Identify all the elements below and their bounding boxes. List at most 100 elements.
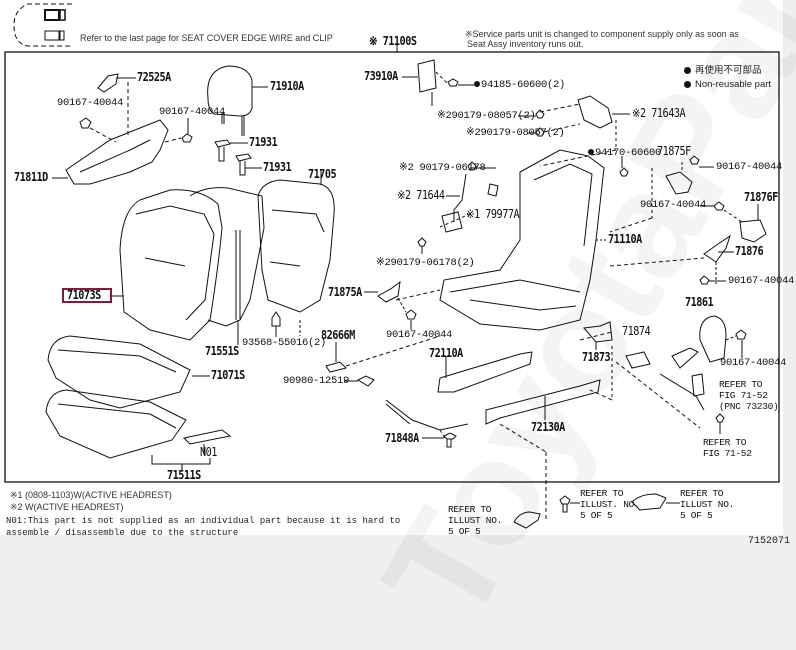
part-71875a [377,280,401,303]
label-71643a[interactable]: ※2 71643A [632,106,686,120]
part-72110a [437,351,533,393]
legend-jp: 再使用不可部品 [684,65,762,77]
label-290179-06178[interactable]: ※2 90179-06178 [399,162,486,174]
diagram-canvas [0,0,783,535]
label-71875a[interactable]: 71875A [328,285,362,299]
clip-ref-icon-a [513,511,541,529]
footnote-n01-line2: assemble / disassemble due to the struct… [6,528,239,538]
non-reusable-dot-icon [474,81,480,88]
ref-illust-b-l1[interactable]: REFER TO [580,488,624,499]
label-71931[interactable]: 71931 [263,160,292,174]
part-90980-12519 [356,375,375,387]
label-93568-55016[interactable]: 93568-55016(2) [242,337,327,349]
label-71110a[interactable]: 71110A [608,232,642,246]
ref-fig-71-52-l2[interactable]: FIG 71-52 [703,448,752,459]
clip-ref-icon-c [631,493,667,511]
label-71873[interactable]: 71873 [582,350,611,364]
label-71551s[interactable]: 71551S [205,344,239,358]
ref-illust-a-l2[interactable]: ILLUST NO. [448,515,503,526]
label-n01[interactable]: N01 [200,445,217,459]
label-94170-60600-text: 94170-60600 [595,147,662,159]
label-90167-40044[interactable]: 90167-40044 [728,275,795,287]
seat-cover-edge-note: Refer to the last page for SEAT COVER ED… [80,33,333,43]
part-n01 [182,429,232,445]
label-71876[interactable]: 71876 [735,244,764,258]
label-290179-06178-2[interactable]: ※290179-06178(2) [376,257,475,269]
part-71110a [439,149,605,331]
label-90167-40044[interactable]: 90167-40044 [159,106,226,118]
non-reusable-dot-icon [684,66,691,74]
part-71811d [65,119,169,185]
ref-fig-71-52-pnc-l3[interactable]: (PNC 73230) [719,401,779,412]
part-71511s [45,389,187,459]
label-72110a[interactable]: 72110A [429,346,463,360]
highlighted-part-71073s[interactable]: 71073S [62,288,112,303]
clip-ref-icon-b [559,495,571,513]
label-71511s[interactable]: 71511S [167,468,201,482]
legend-en: Non-reusable part [684,79,771,91]
part-71073s [119,189,223,341]
label-90167-40044[interactable]: 90167-40044 [386,329,453,341]
part-71874 [625,351,651,369]
footnote-1: ※1 (0808-1103)W(ACTIVE HEADREST) [10,490,172,500]
part-71705 [257,179,335,313]
label-290179-08057[interactable]: ※290179-08057(2) [437,110,536,122]
label-82666m[interactable]: 82666M [321,328,355,342]
label-71876f[interactable]: 71876F [744,190,778,204]
label-72525a[interactable]: 72525A [137,70,171,84]
label-73910a[interactable]: 73910A [364,69,398,83]
part-71551s [189,187,265,327]
label-71931[interactable]: 71931 [249,135,278,149]
label-90980-12519[interactable]: 90980-12519 [283,375,350,387]
label-71100s[interactable]: ※ 71100S [369,34,417,48]
label-94185-60600[interactable]: 94185-60600(2) [474,80,565,91]
ref-illust-b-l3[interactable]: 5 OF 5 [580,510,613,521]
ref-illust-a-l3[interactable]: 5 OF 5 [448,526,481,537]
figure-number: 7152071 [747,536,790,547]
part-71873 [583,321,613,343]
non-reusable-dot-icon [588,149,594,156]
label-71071s[interactable]: 71071S [211,368,245,382]
part-72525a [97,73,119,93]
label-72130a[interactable]: 72130A [531,420,565,434]
part-71071s [47,335,191,409]
label-71811d[interactable]: 71811D [14,170,48,184]
label-90167-40044[interactable]: 90167-40044 [57,97,124,109]
label-71073s[interactable]: 71073S [67,288,101,302]
ref-fig-71-52-pnc-l1[interactable]: REFER TO [719,379,763,390]
label-94170-60600[interactable]: 94170-60600 [588,148,661,159]
ref-illust-a-l1[interactable]: REFER TO [448,504,492,515]
part-71931-a [214,139,231,162]
label-79977a[interactable]: ※1 79977A [466,207,520,221]
parts-illustration [4,3,780,529]
part-71644 [453,173,467,222]
label-90167-40044[interactable]: 90167-40044 [640,199,707,211]
ref-fig-71-52-pnc-l2[interactable]: FIG 71-52 [719,390,768,401]
ref-illust-c-l2[interactable]: ILLUST NO. [680,499,735,510]
label-71910a[interactable]: 71910A [270,79,304,93]
legend-en-text: Non-reusable part [695,79,772,90]
part-82666m [325,361,347,373]
part-71931-b [235,153,252,176]
label-90167-40044[interactable]: 90167-40044 [720,357,787,369]
label-71875f[interactable]: 71875F [657,144,691,158]
part-73910a [417,59,437,93]
label-71861[interactable]: 71861 [685,295,714,309]
ref-illust-c-l3[interactable]: 5 OF 5 [680,510,713,521]
legend-jp-text: 再使用不可部品 [695,65,762,76]
service-parts-note-line1: ※Service parts unit is changed to compon… [465,29,739,39]
label-71874[interactable]: 71874 [622,324,651,338]
screw-icon [79,117,92,129]
label-71705[interactable]: 71705 [308,167,337,181]
part-71861 [699,315,727,363]
part-71876 [703,234,731,263]
ref-fig-71-52-l1[interactable]: REFER TO [703,437,747,448]
label-90167-40044[interactable]: 90167-40044 [716,161,783,173]
label-71848a[interactable]: 71848A [385,431,419,445]
ref-illust-b-l2[interactable]: ILLUST. NO. [580,499,640,510]
label-71644[interactable]: ※2 71644 [397,188,445,202]
ref-illust-c-l1[interactable]: REFER TO [680,488,724,499]
part-71876f [739,219,767,243]
service-parts-note-line2: Seat Assy inventory runs out. [467,39,584,49]
label-290179-08057[interactable]: ※290179-08057(2) [466,127,565,139]
